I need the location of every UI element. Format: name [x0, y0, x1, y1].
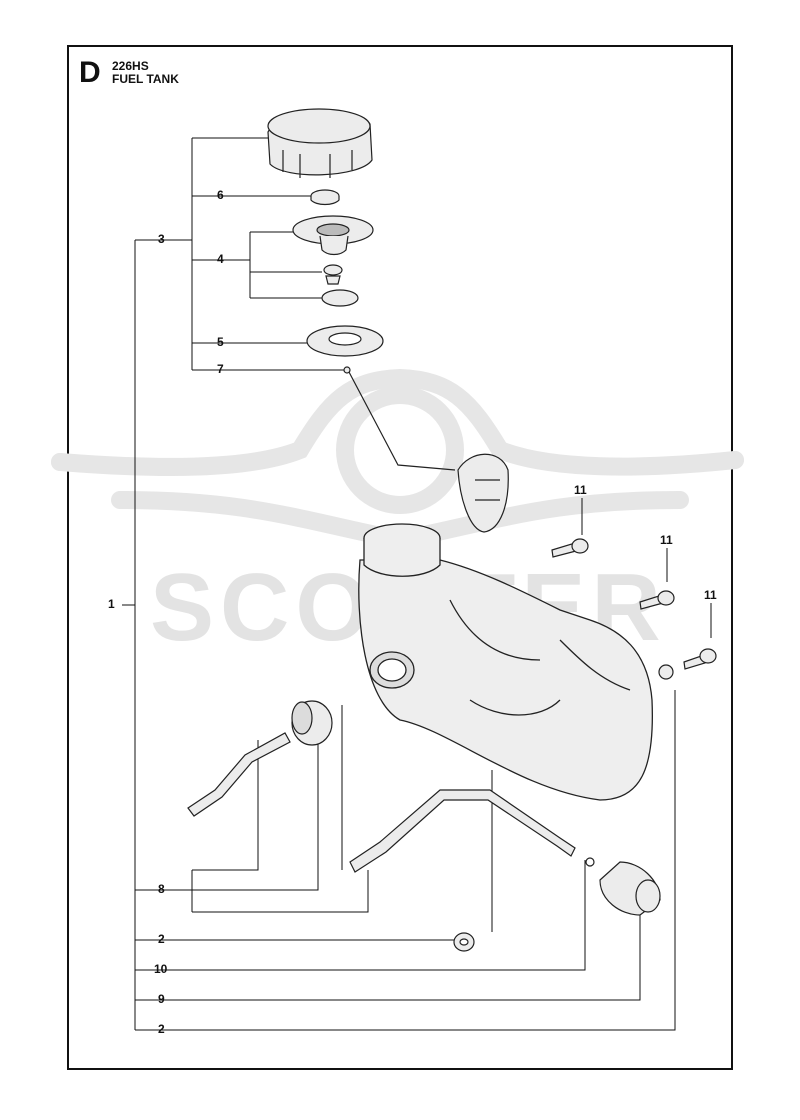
model-label: 226HS: [112, 59, 149, 73]
callout-8: 8: [158, 882, 165, 896]
filler-washer: [306, 325, 384, 357]
callout-9: 9: [158, 992, 165, 1006]
callout-2b: 2: [158, 1022, 165, 1036]
callout-11c: 11: [704, 588, 717, 602]
callout-11b: 11: [660, 533, 673, 547]
callout-3: 3: [158, 232, 165, 246]
callout-11a: 11: [574, 483, 587, 497]
section-title: FUEL TANK: [112, 72, 179, 86]
callout-1: 1: [108, 597, 115, 611]
fuel-cap: [267, 108, 373, 178]
callout-4: 4: [217, 252, 224, 266]
section-letter: D: [79, 56, 101, 89]
cap-gasket: [310, 189, 340, 206]
diagram-title: 226HS FUEL TANK: [112, 60, 179, 86]
leader-lines: [122, 137, 712, 1031]
washer: [453, 932, 475, 952]
fuel-filter: [585, 857, 661, 916]
fuel-strainer: [343, 366, 509, 533]
fuel-line-grommet: [291, 700, 333, 746]
callout-10: 10: [154, 962, 168, 976]
callout-2a: 2: [158, 932, 165, 946]
callout-7: 7: [217, 362, 224, 376]
fuel-hoses: [187, 732, 576, 873]
tank-bolts: [551, 538, 717, 680]
watermark-logo: [51, 368, 744, 550]
fuel-tank: [358, 523, 654, 801]
callout-5: 5: [217, 335, 224, 349]
vent-assembly: [292, 215, 374, 307]
diagram-frame: [67, 45, 733, 1070]
callout-6: 6: [217, 188, 224, 202]
